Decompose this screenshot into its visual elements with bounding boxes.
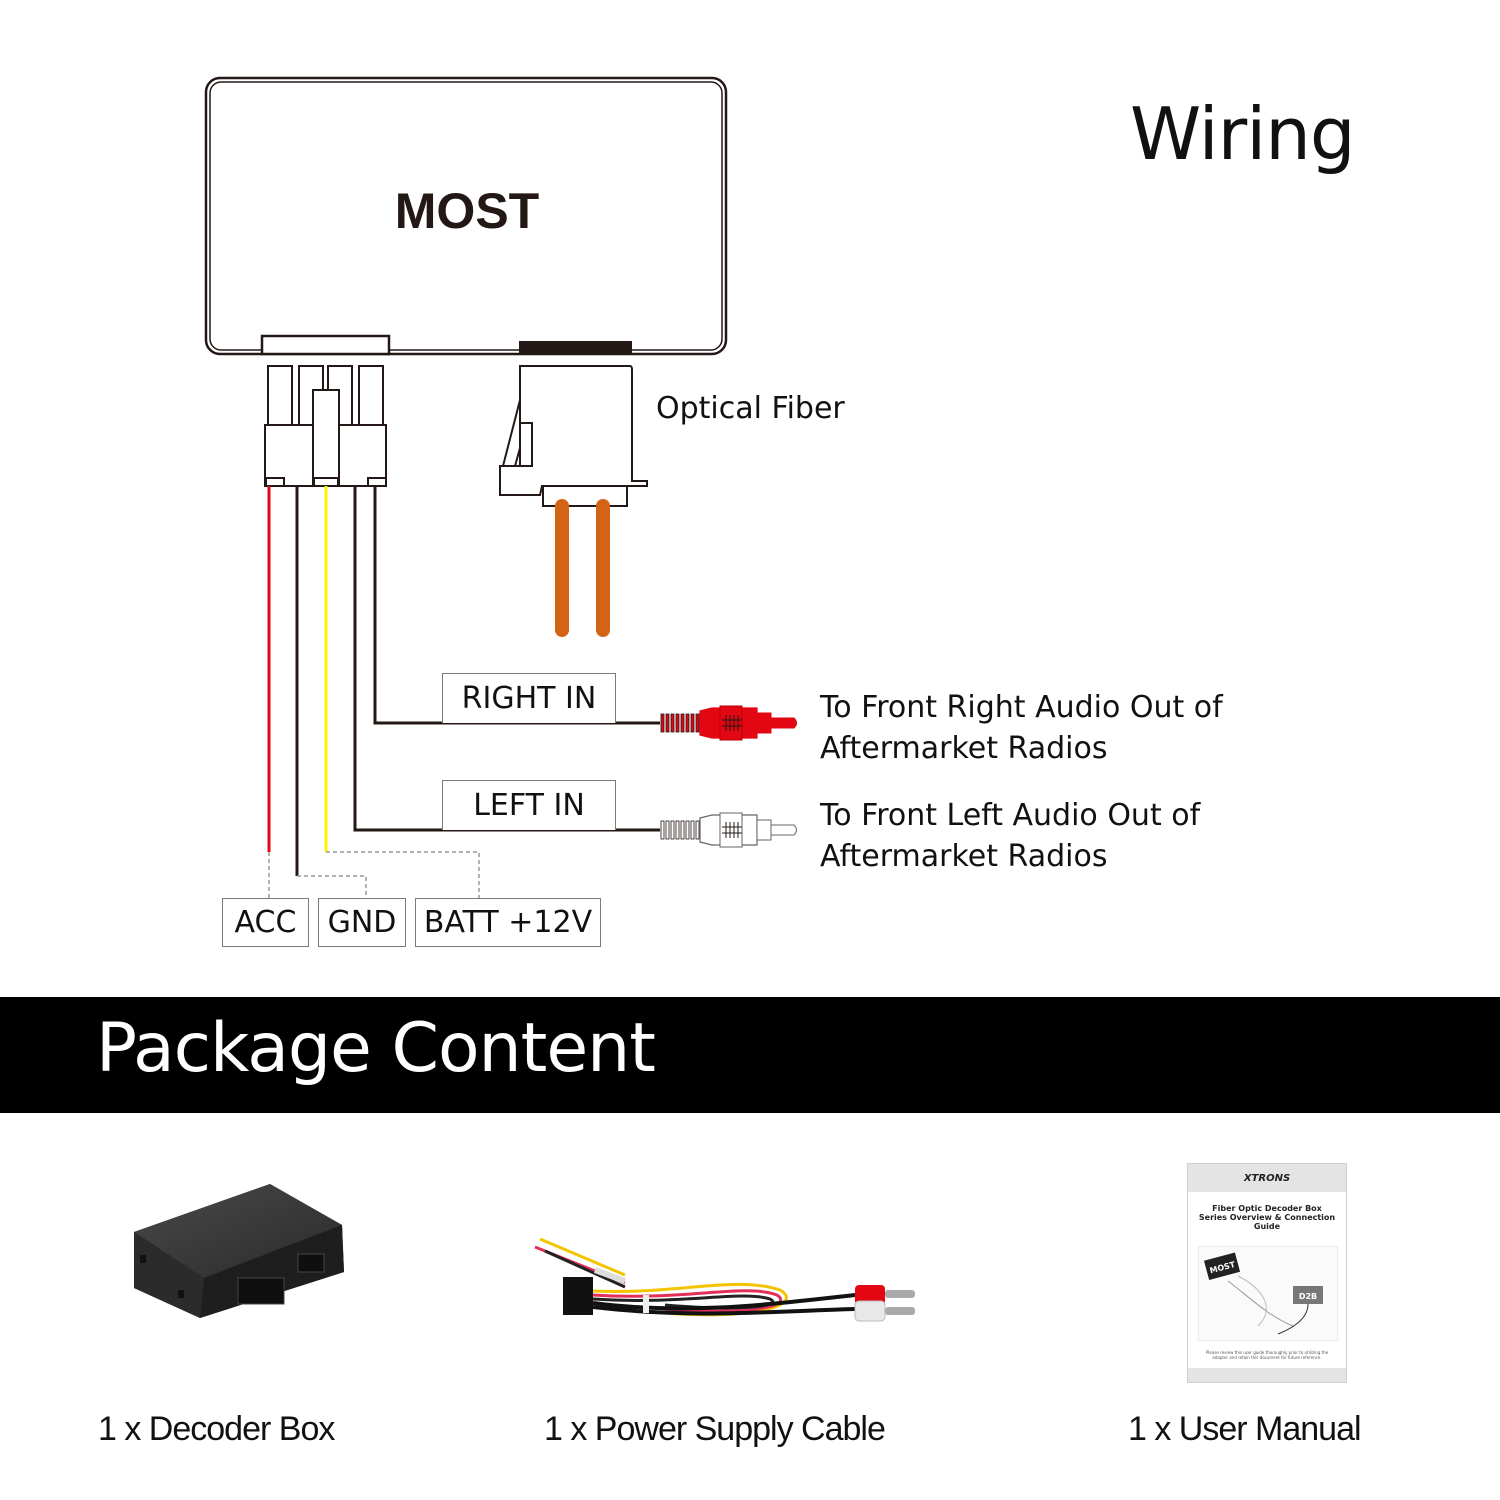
right-destination-line1: To Front Right Audio Out of (820, 690, 1223, 725)
right-destination: To Front Right Audio Out of Aftermarket … (820, 687, 1223, 769)
manual-box2-label: D2B (1299, 1292, 1317, 1301)
manual-footer-bar (1188, 1368, 1346, 1382)
acc-terminal: ACC (222, 898, 309, 947)
decoder-box-caption: 1 x Decoder Box (98, 1410, 335, 1448)
left-in-wire (353, 486, 660, 832)
user-manual-image: XTRONS Fiber Optic Decoder Box Series Ov… (1187, 1163, 1347, 1383)
power-cable-caption: 1 x Power Supply Cable (544, 1410, 886, 1448)
right-in-label: RIGHT IN (442, 673, 616, 723)
optical-fiber-connector (499, 365, 648, 507)
left-in-label: LEFT IN (442, 780, 616, 830)
wiring-title: Wiring (1130, 92, 1356, 176)
most-module: MOST (204, 76, 728, 356)
batt-terminal: BATT +12V (415, 898, 601, 947)
decoder-box-image (134, 1184, 344, 1318)
manual-footer-text: Please review this user guide thoroughly… (1205, 1350, 1329, 1360)
optical-fiber-cables (555, 499, 610, 637)
power-connector (264, 365, 387, 487)
wiring-diagram: MOST (204, 76, 797, 898)
package-content-title: Package Content (96, 1009, 656, 1088)
optical-fiber-label: Optical Fiber (656, 391, 845, 426)
left-destination-line2: Aftermarket Radios (820, 839, 1108, 874)
manual-illustration: MOST D2B (1198, 1246, 1338, 1341)
left-destination-line1: To Front Left Audio Out of (820, 798, 1201, 833)
most-module-label: MOST (395, 183, 539, 239)
manual-title-line1: Fiber Optic Decoder Box (1212, 1204, 1322, 1213)
user-manual-caption: 1 x User Manual (1128, 1410, 1362, 1448)
package-content-banner: Package Content (0, 997, 1500, 1113)
terminal-leaders (268, 851, 480, 898)
rca-plug-right (660, 705, 797, 741)
manual-title: Fiber Optic Decoder Box Series Overview … (1188, 1204, 1346, 1231)
right-in-wire (373, 486, 660, 725)
manual-title-line3: Guide (1253, 1222, 1281, 1231)
left-destination: To Front Left Audio Out of Aftermarket R… (820, 795, 1200, 877)
gnd-terminal: GND (318, 898, 406, 947)
fiber-port (519, 341, 632, 354)
manual-title-line2: Series Overview & Connection (1198, 1213, 1336, 1222)
power-port (260, 334, 391, 356)
power-cable-image (534, 1237, 915, 1322)
rca-plug-left (660, 812, 797, 848)
manual-brand: XTRONS (1188, 1164, 1346, 1192)
right-destination-line2: Aftermarket Radios (820, 731, 1108, 766)
